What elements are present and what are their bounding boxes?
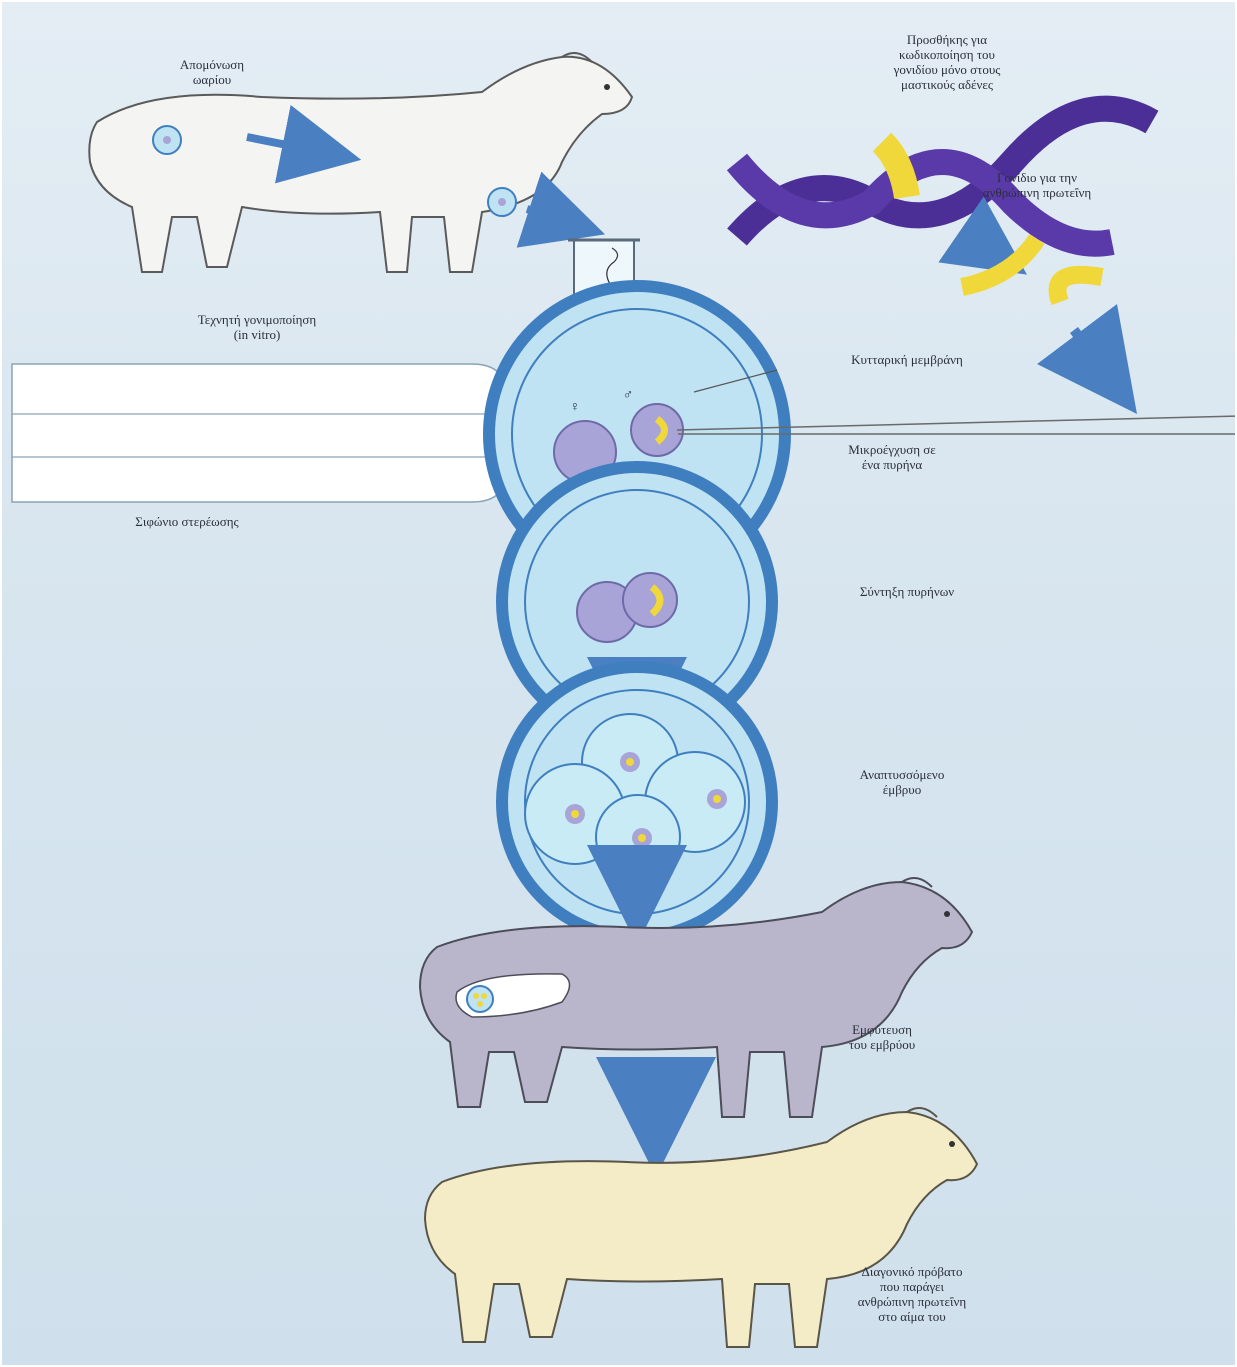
label-developing-embryo: Αναπτυσσόμενο έμβρυο: [822, 767, 982, 797]
male-pronucleus: [631, 404, 683, 456]
label-cell-membrane: Κυτταρική μεμβράνη: [792, 352, 1022, 367]
arrow-egg-to-tube: [527, 209, 567, 222]
label-embryo-implantation: Εμφύτευση του εμβρύου: [812, 1022, 952, 1052]
holding-pipette: [12, 364, 507, 502]
label-nuclei-fusion: Σύντηξη πυρήνων: [817, 584, 997, 599]
label-ivf: Τεχνητή γονιμοποίηση (in vitro): [162, 312, 352, 342]
label-human-gene: Γονίδιο για την ανθρώπινη πρωτεΐνη: [932, 170, 1142, 200]
arrow-gene-to-injection: [1074, 330, 1107, 374]
label-microinjection: Μικροέγχυση σε ένα πυρήνα: [817, 442, 967, 472]
isolated-egg: [488, 188, 516, 216]
label-holding-pipette: Σιφώνιο στερέωσης: [97, 514, 277, 529]
male-symbol: ♂: [617, 388, 639, 403]
female-symbol: ♀: [565, 400, 585, 415]
arrow-gene-extraction: [962, 230, 994, 252]
isolated-egg-in-sheep: [153, 126, 181, 154]
label-transgenic-sheep: Διαγονικό πρόβατο που παράγει ανθρώπινη …: [812, 1264, 1012, 1324]
developing-embryo: [502, 667, 772, 937]
label-promoter: Προσθήκης για κωδικοποίηση του γονιδίου …: [852, 32, 1042, 92]
label-egg-isolation: Απομόνωση ωαρίου: [142, 57, 282, 87]
